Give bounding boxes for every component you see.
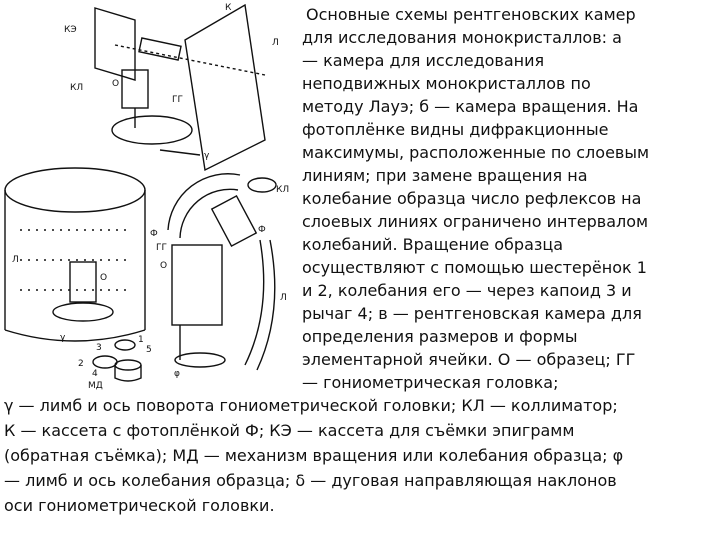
- label-a-l: Л: [272, 38, 279, 48]
- motor-md-top: [114, 359, 142, 371]
- gear-b-1: [114, 339, 136, 351]
- label-b-f: Ф: [150, 229, 158, 239]
- label-b-3: 3: [96, 343, 102, 353]
- sample-holder-c: [171, 244, 223, 326]
- caption-line: — камера для исследования: [302, 51, 545, 70]
- arc-guide-c: [167, 173, 241, 231]
- caption-line: рычаг 4; в — рентгеновская камера для: [302, 304, 642, 323]
- label-a-gamma: γ: [204, 151, 210, 161]
- cylinder-top-b: [4, 167, 146, 213]
- arc-guide-c-inner: [179, 188, 239, 239]
- motor-md: [114, 365, 142, 382]
- caption-line: колебаний. Вращение образца: [302, 235, 564, 254]
- label-b-1: 1: [138, 335, 144, 345]
- caption-line: для исследования монокристаллов: а: [302, 28, 622, 47]
- label-c-o: О: [160, 261, 167, 271]
- caption-line: оси гониометрической головки.: [4, 496, 275, 515]
- back-cassette-a: [94, 7, 136, 81]
- caption-line: К — кассета с фотоплёнкой Ф; КЭ — кассет…: [4, 421, 575, 440]
- goniometer-head-b: [69, 261, 97, 303]
- gear-b-2: [92, 355, 118, 369]
- goniometer-head-c: [210, 194, 258, 248]
- collimator-c: [247, 177, 277, 193]
- scheme-b-rotation-camera: [4, 167, 146, 382]
- caption-line: колебание образца число рефлексов на: [302, 189, 642, 208]
- label-b-gamma: γ: [60, 333, 66, 343]
- label-c-f: Ф: [258, 225, 266, 235]
- caption-line: методу Лауэ; б — камера вращения. На: [302, 97, 639, 116]
- label-c-kl: КЛ: [276, 185, 289, 195]
- gamma-axis-a: [159, 149, 201, 156]
- label-a-ke: КЭ: [64, 25, 77, 35]
- label-c-phi: φ: [174, 369, 180, 379]
- scheme-a-laue-camera: [94, 3, 266, 172]
- label-a-gg: ГГ: [172, 95, 183, 105]
- label-b-5: 5: [146, 345, 152, 355]
- phi-limb-c: [174, 352, 226, 368]
- caption-line: слоевых линиях ограничено интервалом: [302, 212, 649, 231]
- label-a-k: К: [225, 3, 232, 13]
- caption-line: определения размеров и формы: [302, 327, 578, 346]
- label-b-l: Л: [12, 255, 19, 265]
- base-disc-a: [111, 115, 193, 145]
- caption-line: (обратная съёмка); МД — механизм вращени…: [4, 446, 624, 465]
- label-b-2: 2: [78, 359, 84, 369]
- limb-b: [52, 302, 114, 322]
- label-b-o: О: [100, 273, 107, 283]
- film-plate-a: [184, 3, 266, 172]
- caption-line: элементарной ячейки. О — образец; ГГ: [302, 350, 636, 369]
- label-b-4: 4: [92, 369, 98, 379]
- camera-schemes-figure: К КЭ КЛ Л О ГГ γ Ф Л О γ 1 2 3 4 5 МД КЛ…: [4, 3, 289, 391]
- caption-line: неподвижных монокристаллов по: [302, 74, 591, 93]
- caption-line: — гониометрическая головка;: [302, 373, 559, 392]
- caption-line: γ — лимб и ось поворота гониометрической…: [4, 396, 618, 415]
- caption-line: Основные схемы рентгеновских камер: [306, 5, 636, 24]
- label-a-o: О: [112, 79, 119, 89]
- caption-line: линиям; при замене вращения на: [302, 166, 588, 185]
- caption-line: максимумы, расположенные по слоевым: [302, 143, 650, 162]
- caption-line: — лимб и ось колебания образца; δ — дуго…: [4, 471, 617, 490]
- caption-line: осуществляют с помощью шестерёнок 1: [302, 258, 647, 277]
- label-c-l: Л: [280, 293, 287, 303]
- label-a-kl: КЛ: [70, 83, 83, 93]
- caption-line: фотоплёнке видны дифракционные: [302, 120, 609, 139]
- label-b-md: МД: [88, 381, 103, 391]
- scheme-c-unit-cell-camera: [167, 173, 277, 371]
- cylinder-bottom-b: [4, 329, 146, 342]
- film-arc-c: [244, 239, 265, 366]
- collimator-a: [138, 37, 182, 61]
- film-arc-c-outer: [256, 239, 276, 371]
- label-c-gg: ГГ: [156, 243, 167, 253]
- caption-line: и 2, колебания его — через капоид 3 и: [302, 281, 632, 300]
